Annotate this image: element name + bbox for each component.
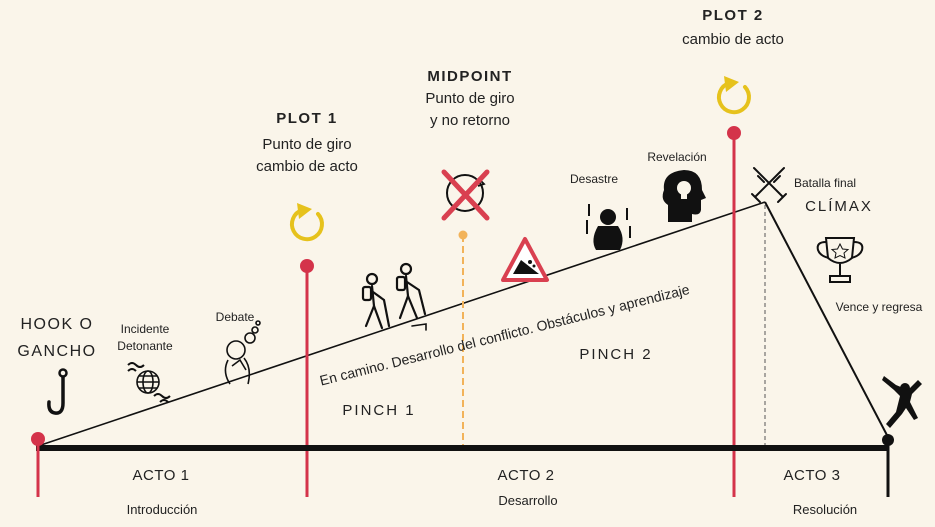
turn-arrow-icon-plot2 <box>716 76 751 115</box>
falling-action-line <box>764 201 890 440</box>
turn-arrow-icon-plot1 <box>289 203 324 242</box>
midpoint-line1: Punto de giro <box>425 90 515 107</box>
plot1-block: PLOT 1 Punto de giro cambio de acto <box>256 110 358 178</box>
plot2-dot <box>727 126 741 140</box>
idea-head-icon <box>662 170 706 222</box>
start-dot <box>31 432 45 446</box>
midpoint-line2: y no retorno <box>429 112 511 129</box>
act1-name: ACTO 1 <box>132 467 190 484</box>
hook-icon <box>47 368 68 415</box>
incidente-line1: Incidente <box>120 322 170 336</box>
plot2-title: PLOT 2 <box>702 7 764 24</box>
rising-action-line <box>37 201 766 447</box>
plot1-title: PLOT 1 <box>276 110 338 127</box>
sad-person-icon <box>586 204 631 250</box>
act2-name: ACTO 2 <box>497 467 555 484</box>
batalla-label: Batalla final <box>794 176 857 190</box>
desastre-label: Desastre <box>569 172 619 186</box>
hook-label: HOOK O GANCHO <box>17 311 96 365</box>
midpoint-dot <box>458 230 468 240</box>
act2-desc: Desarrollo <box>498 493 558 508</box>
act1-desc: Introducción <box>126 502 198 517</box>
warning-rockfall-icon <box>501 237 549 282</box>
hook-line1: HOOK O <box>20 316 94 333</box>
act3-desc: Resolución <box>792 502 858 517</box>
act3-name: ACTO 3 <box>783 467 841 484</box>
climax-label: CLÍMAX <box>805 198 873 215</box>
midpoint-title: MIDPOINT <box>427 68 513 85</box>
midpoint-block: MIDPOINT Punto de giro y no retorno <box>425 68 514 132</box>
plot2-line1: cambio de acto <box>682 31 784 48</box>
plot2-block: PLOT 2 cambio de acto <box>682 7 784 51</box>
incidente-line2: Detonante <box>117 339 173 353</box>
hook-line2: GANCHO <box>17 343 97 360</box>
plot1-line2: cambio de acto <box>256 158 358 175</box>
thinking-person-icon <box>224 320 261 385</box>
debate-label: Debate <box>215 310 255 324</box>
vence-label: Vence y regresa <box>835 300 923 314</box>
revelacion-label: Revelación <box>647 150 707 164</box>
end-dot <box>882 434 894 446</box>
crossed-swords-icon <box>751 167 787 203</box>
pinch2-label: PINCH 2 <box>579 346 653 363</box>
hikers-icon <box>361 262 427 331</box>
pinch1-label: PINCH 1 <box>342 402 416 419</box>
globe-wave-icon <box>127 362 171 403</box>
plot1-line1: Punto de giro <box>262 136 352 153</box>
incidente-label: Incidente Detonante <box>117 321 172 355</box>
no-return-icon <box>441 169 490 221</box>
victory-figure-icon <box>882 376 922 428</box>
plot1-dot <box>300 259 314 273</box>
trophy-icon <box>816 237 864 283</box>
